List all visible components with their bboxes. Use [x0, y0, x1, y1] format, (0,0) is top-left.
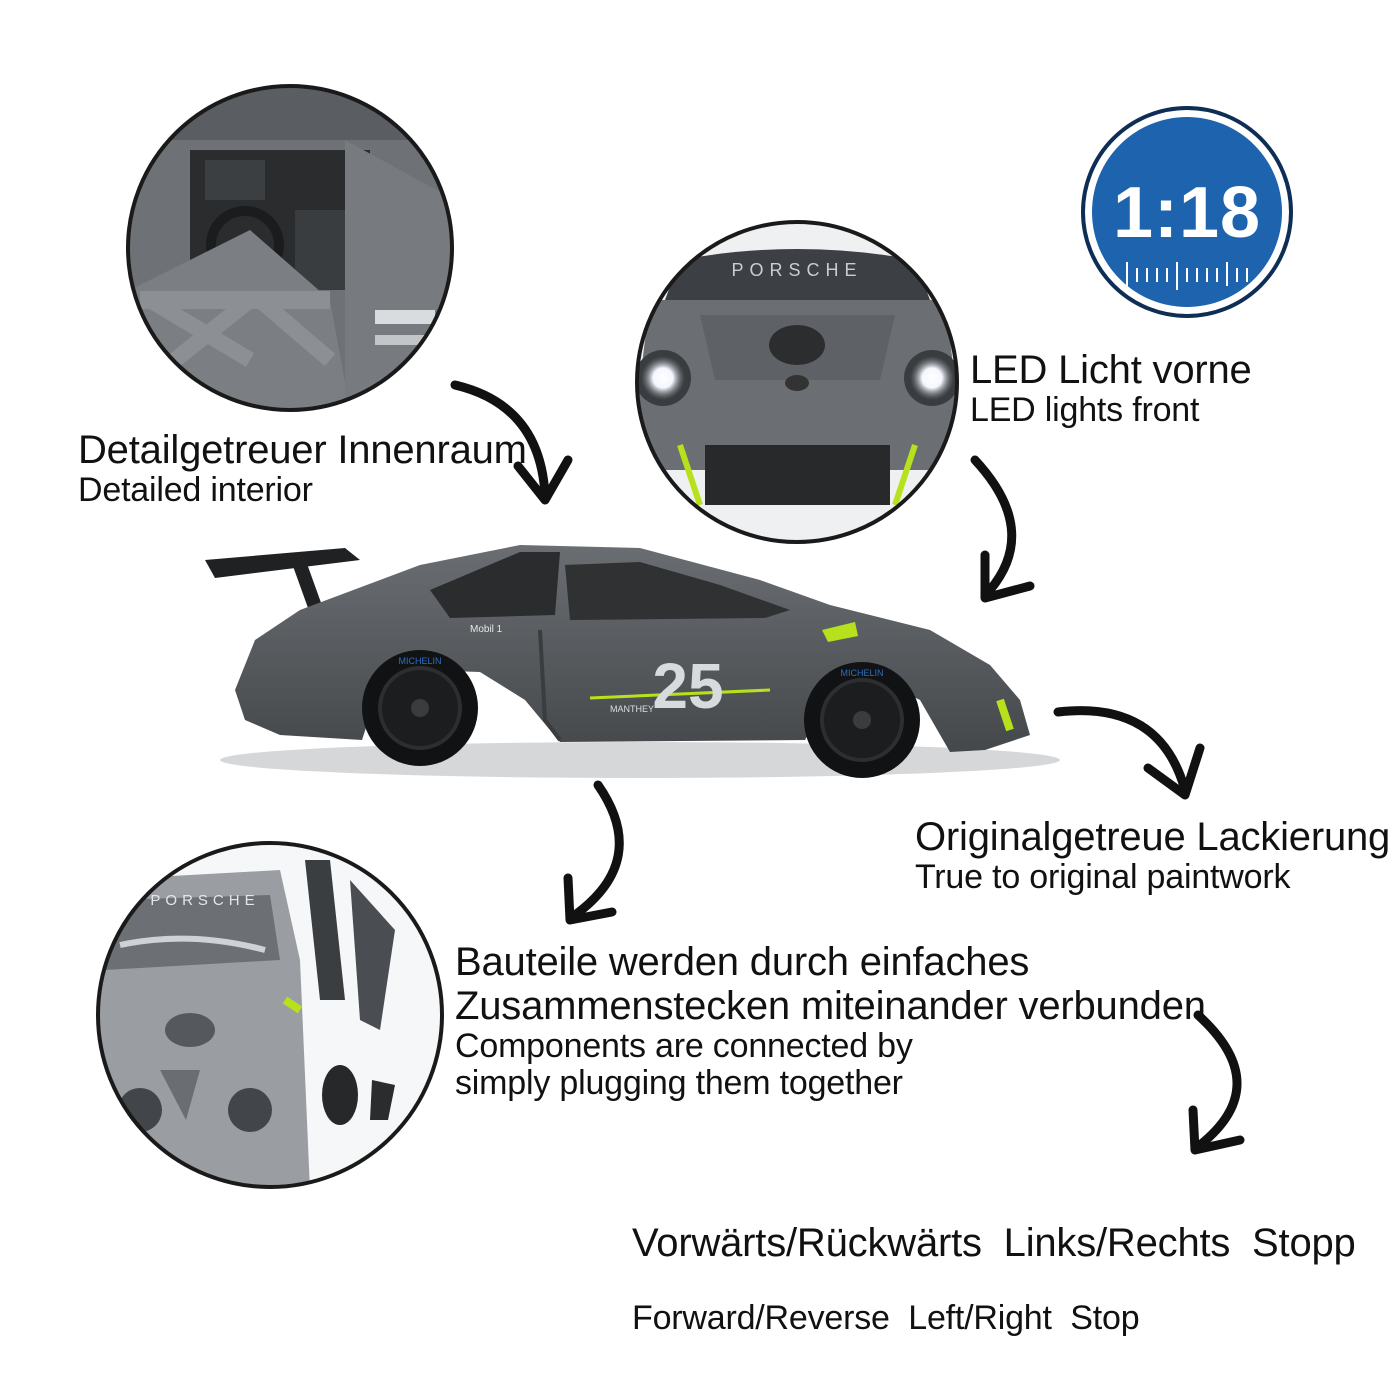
parts-feature-label: Bauteile werden durch einfaches Zusammen…	[455, 940, 1206, 1103]
interior-label-en: Detailed interior	[78, 471, 313, 509]
paint-label-en: True to original paintwork	[915, 858, 1291, 896]
front-tire-text: MICHELIN	[840, 668, 883, 678]
scale-badge-label: 1:18	[1112, 173, 1262, 253]
interior-detail-image	[126, 84, 454, 412]
curved-arrow-icon	[1053, 706, 1205, 800]
curved-arrow-icon	[563, 780, 624, 925]
drive-label-en: Forward/Reverse Left/Right Stop	[632, 1299, 1140, 1338]
sponsor-decal-text: Mobil 1	[470, 624, 503, 635]
drive-label-de: Vorwärts/Rückwärts Links/Rechts Stopp	[632, 1221, 1356, 1266]
paint-feature-label: Originalgetreue Lackierung True to origi…	[915, 815, 1390, 896]
scale-badge	[1081, 106, 1293, 318]
drive-functions-label: Vorwärts/Rückwärts Links/Rechts Stopp Fo…	[632, 1186, 1356, 1373]
curved-arrow-icon	[450, 380, 573, 505]
windshield-text: PORSCHE	[731, 260, 862, 280]
interior-feature-label: Detailgetreuer Innenraum Detailed interi…	[78, 428, 527, 509]
rear-tire-text: MICHELIN	[398, 656, 441, 666]
parts-label-de-line2: Zusammenstecken miteinander verbunden	[455, 984, 1206, 1028]
team-logo-text: MANTHEY	[610, 704, 654, 714]
parts-label-de-line1: Bauteile werden durch einfaches	[455, 940, 1030, 984]
start-number: 25	[652, 650, 723, 722]
rear-wheel: MICHELIN	[362, 650, 478, 766]
paint-label-de: Originalgetreue Lackierung	[915, 815, 1391, 859]
front-wheel: MICHELIN	[804, 662, 920, 778]
parts-label-en-line1: Components are connected by	[455, 1027, 913, 1065]
parts-label-en-line2: simply plugging them together	[455, 1064, 903, 1103]
interior-label-de: Detailgetreuer Innenraum	[78, 428, 527, 472]
curved-arrow-icon	[1188, 1010, 1245, 1155]
led-label-en: LED lights front	[970, 391, 1200, 429]
front-led-detail-image: PORSCHE	[635, 220, 959, 544]
assembly-parts-image: PORSCHE	[96, 841, 444, 1189]
car-side-view-image: 25 MANTHEY Mobil 1 MICHELIN MICHELIN	[205, 545, 1060, 778]
led-label-de: LED Licht vorne	[970, 348, 1252, 392]
led-feature-label: LED Licht vorne LED lights front	[970, 348, 1252, 429]
curved-arrow-icon	[970, 455, 1035, 603]
parts-windshield-text: PORSCHE	[150, 892, 259, 909]
scale-ruler-ticks	[1126, 262, 1248, 290]
